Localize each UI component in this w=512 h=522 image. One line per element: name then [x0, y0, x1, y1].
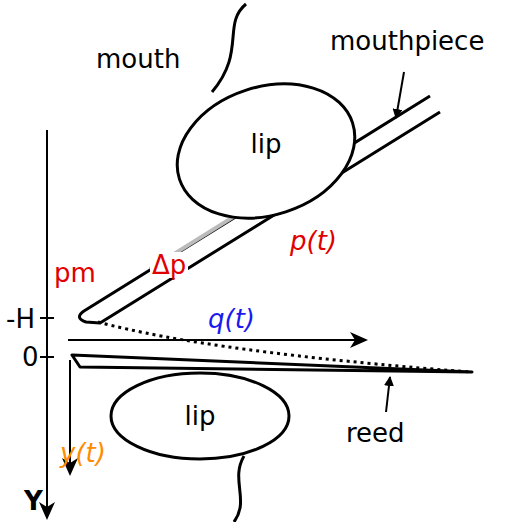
lip-shape: lip [108, 370, 292, 462]
axis-tick [40, 356, 54, 358]
leader-line [386, 377, 390, 412]
y-axis [46, 130, 48, 518]
diagram-label: mouthpiece [330, 28, 484, 54]
diagram-label: -H [6, 306, 35, 332]
mouth-curve [212, 4, 246, 92]
diagram-label: q(t) [208, 306, 255, 332]
diagram-label: reed [346, 420, 405, 446]
diagram-label: Δp [150, 252, 188, 278]
lip-label: lip [185, 403, 216, 429]
diagram-label: pm [54, 260, 96, 286]
diagram-label: mouth [96, 46, 180, 72]
leader-line [396, 72, 404, 118]
diagram-label: Y [24, 488, 43, 514]
lip-label: lip [251, 131, 282, 157]
lip-shape: lip [172, 84, 360, 218]
reed-blade [72, 355, 472, 372]
axis-tick [40, 317, 54, 319]
diagram-label: 0 [22, 344, 39, 370]
diagram-label: y(t) [60, 440, 106, 466]
diagram-label: p(t) [290, 228, 337, 254]
chin-curve [234, 456, 244, 522]
flow-arrow [68, 339, 366, 341]
